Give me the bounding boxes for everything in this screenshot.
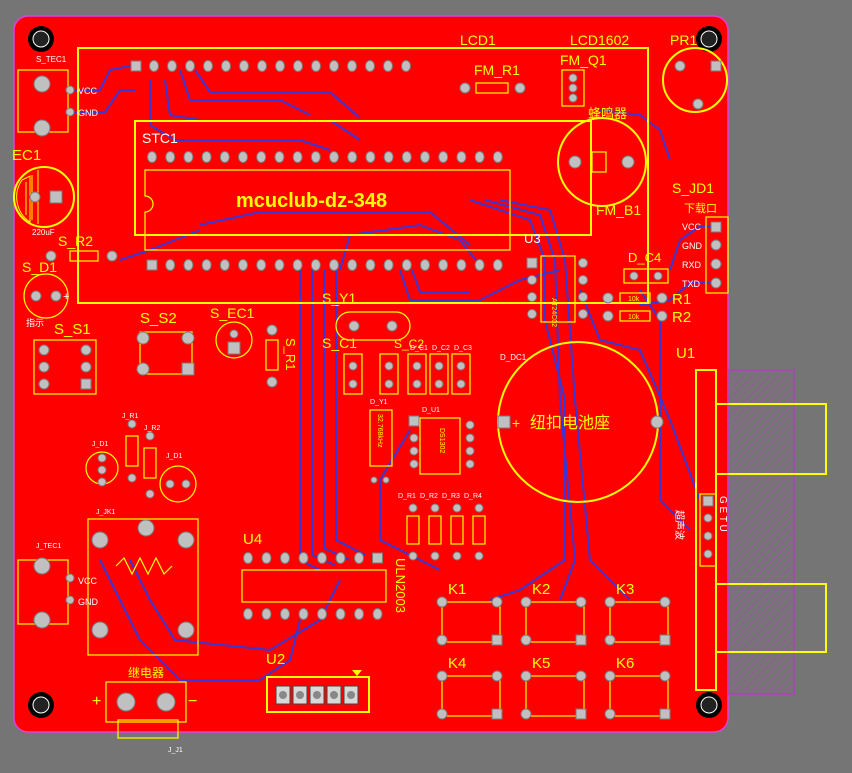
stc-top-pins [147,151,503,163]
label-u4: U4 [243,531,262,548]
label-d-r4: D_R4 [464,493,482,500]
label-s-jd1: S_JD1 [672,180,714,196]
label-r2: R2 [672,309,691,326]
label-d-c1: D_C1 [410,345,428,352]
label-r1-value: 10k [628,296,640,303]
label-s-y1: S_Y1 [322,290,356,306]
key-k4[interactable]: K4 [436,655,503,720]
label-k1: K1 [448,581,466,598]
label-j-r2: J_R2 [144,425,160,432]
label-s-ec1: S_EC1 [210,305,255,321]
label-geta: G E T U [717,496,728,532]
traces [70,65,720,681]
label-battery-plus: + [512,415,520,431]
ec1-outline [13,166,75,228]
label-fm-r1: FM_R1 [474,62,520,78]
label-ec1: EC1 [12,147,41,164]
key-k2[interactable]: K2 [520,581,587,646]
label-fm-q1: FM_Q1 [560,52,607,68]
label-j-d1-left: J_D1 [92,441,108,448]
label-r1: R1 [672,291,691,308]
key-k1[interactable]: K1 [436,581,503,646]
label-download: 下载口 [684,202,717,215]
label-j-r1: J_R1 [122,413,138,420]
buzzer-outline [557,117,647,207]
label-d-r2: D_R2 [420,493,438,500]
label-j-d1-right: J_D1 [166,453,182,460]
label-k3: K3 [616,581,634,598]
label-u1: U1 [676,345,695,362]
label-d-dc1: D_DC1 [500,353,527,362]
label-jd-rxd: RXD [682,260,702,270]
label-stc1: STC1 [142,130,178,146]
label-k2: K2 [532,581,550,598]
key-k5[interactable]: K5 [520,655,587,720]
label-pr1: PR1 [670,32,697,48]
label-j-j1: J_J1 [168,747,183,754]
label-jj1-plus: + [92,693,101,710]
board-title: mcuclub-dz-348 [236,190,387,212]
label-jd-txd: TXD [682,279,701,289]
label-ds1302: DS1302 [438,428,445,453]
label-u3: U3 [524,231,541,246]
label-s-c1: S_C1 [322,335,357,351]
key-k3[interactable]: K3 [604,581,671,646]
label-tec-gnd: GND [78,108,99,118]
mounting-holes [28,26,722,718]
label-uln2003: ULN2003 [393,558,408,613]
svg-text:AT24C02: AT24C02 [550,298,557,327]
label-s-s2: S_S2 [140,310,177,327]
label-fuse-text: 指示 [26,317,44,328]
label-sensor-text: 超声波 [673,510,686,540]
stc1-body [144,169,511,251]
lcd1-outline [77,47,649,304]
label-s-tec1: S_TEC1 [36,55,67,64]
label-jtec-vcc: VCC [78,576,98,586]
label-jd-gnd: GND [682,241,703,251]
label-s-s1: S_S1 [54,321,91,338]
label-relay-text: 继电器 [128,666,164,680]
label-d-c2: D_C2 [432,345,450,352]
label-jd-vcc: VCC [682,222,702,232]
label-tec-vcc: VCC [78,86,98,96]
label-s-c2: S_C2 [394,337,424,351]
label-j-tec1: J_TEC1 [36,543,61,550]
label-k4: K4 [448,655,466,672]
label-battery: 纽扣电池座 [530,414,610,432]
label-k6: K6 [616,655,634,672]
stc1-outline [134,120,592,236]
label-crystal-freq: 32.768kHz [376,414,383,448]
label-ec1-value: 220uF [32,228,55,237]
label-d-r3: D_R3 [442,493,460,500]
label-sd1-plus: + [63,291,69,303]
u1-outline [695,369,717,691]
label-s-r2: S_R2 [58,233,93,249]
label-d-r1: D_R1 [398,493,416,500]
label-d-c3: D_C3 [454,345,472,352]
key-k6[interactable]: K6 [604,655,671,720]
label-fm-b1: FM_B1 [596,202,641,218]
lcd-header-pins [130,60,411,72]
label-k5: K5 [532,655,550,672]
label-u2: U2 [266,651,285,668]
pcb-board [13,15,729,733]
label-d-u1: D_U1 [422,407,440,414]
stc-bottom-pins [146,259,503,271]
label-s-d1: S_D1 [22,259,57,275]
sensor-keepout [727,369,795,695]
label-d-y1: D_Y1 [370,399,388,406]
label-d-c4: D_C4 [628,250,661,265]
pr1-outline [662,47,728,113]
label-r2-value: 10k [628,314,640,321]
label-jtec-gnd: GND [78,597,99,607]
label-j-jk1: J_JK1 [96,509,116,516]
label-jj1-minus: − [188,693,197,710]
label-lcd1602: LCD1602 [570,32,629,48]
label-buzzer: 蜂鸣器 [588,106,627,121]
label-s-r1: S_R1 [283,338,298,371]
label-lcd1: LCD1 [460,32,496,48]
